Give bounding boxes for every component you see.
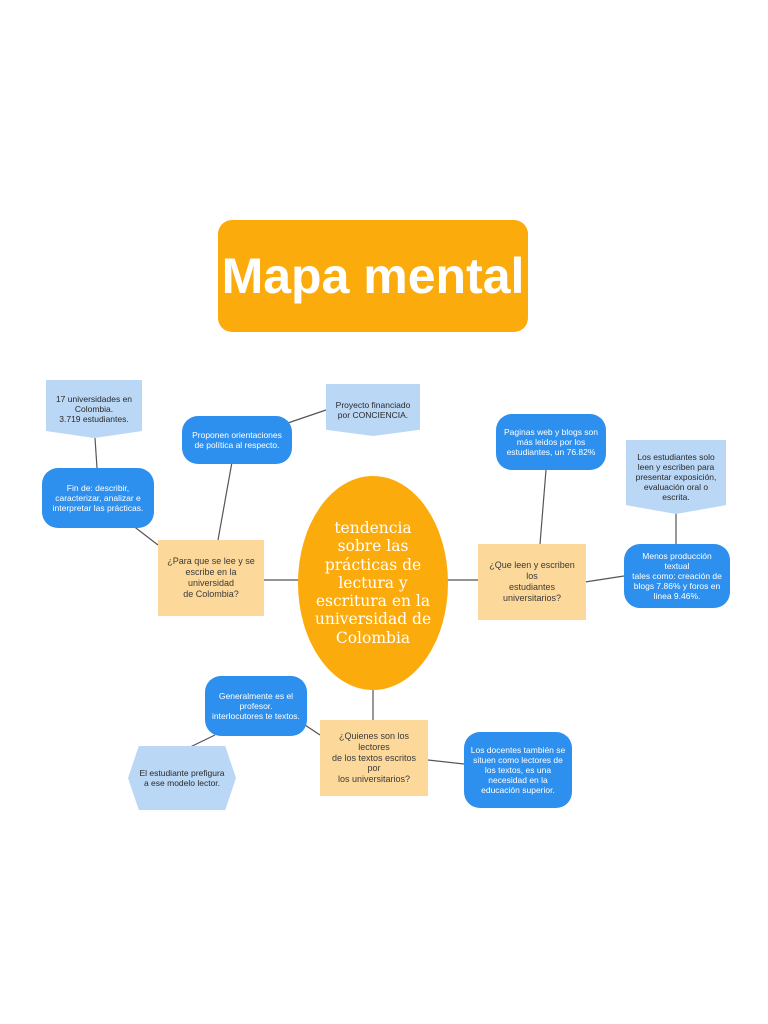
link-q1-proponen [217,461,233,541]
link-q1-fin [131,524,159,546]
link-q2-menos [584,575,625,583]
node-universidades: 17 universidades en Colombia. 3.719 estu… [46,380,142,438]
node-solo-leen-escriben: Los estudiantes solo leen y escriben par… [626,440,726,514]
node-proyecto-financiado: Proyecto financiado por CONCIENCIA. [326,384,420,436]
node-paginas-web: Paginas web y blogs son más leidos por l… [496,414,606,470]
node-fin-describir: Fin de: describir, caracterizar, analiza… [42,468,154,528]
node-generalmente-profesor: Generalmente es el profesor. interlocuto… [205,676,307,736]
link-fin-universidades [94,437,98,469]
question-what-read-write: ¿Que leen y escriben los estudiantes uni… [478,544,586,620]
central-topic: tendencia sobre las prácticas de lectura… [298,476,448,690]
title-banner: Mapa mental [218,220,528,332]
node-estudiante-prefigura: El estudiante prefigura a ese modelo lec… [128,746,236,810]
link-q3-profesor [304,724,321,736]
question-why-read-write: ¿Para que se lee y se escribe en la univ… [158,540,264,616]
node-menos-produccion: Menos producción textual tales como: cre… [624,544,730,608]
link-q3-docentes [427,759,465,765]
node-proponen-orientaciones: Proponen orientaciones de política al re… [182,416,292,464]
question-who-readers: ¿Quienes son los lectores de los textos … [320,720,428,796]
link-q2-paginas [539,469,547,545]
node-docentes-lectores: Los docentes también se situen como lect… [464,732,572,808]
